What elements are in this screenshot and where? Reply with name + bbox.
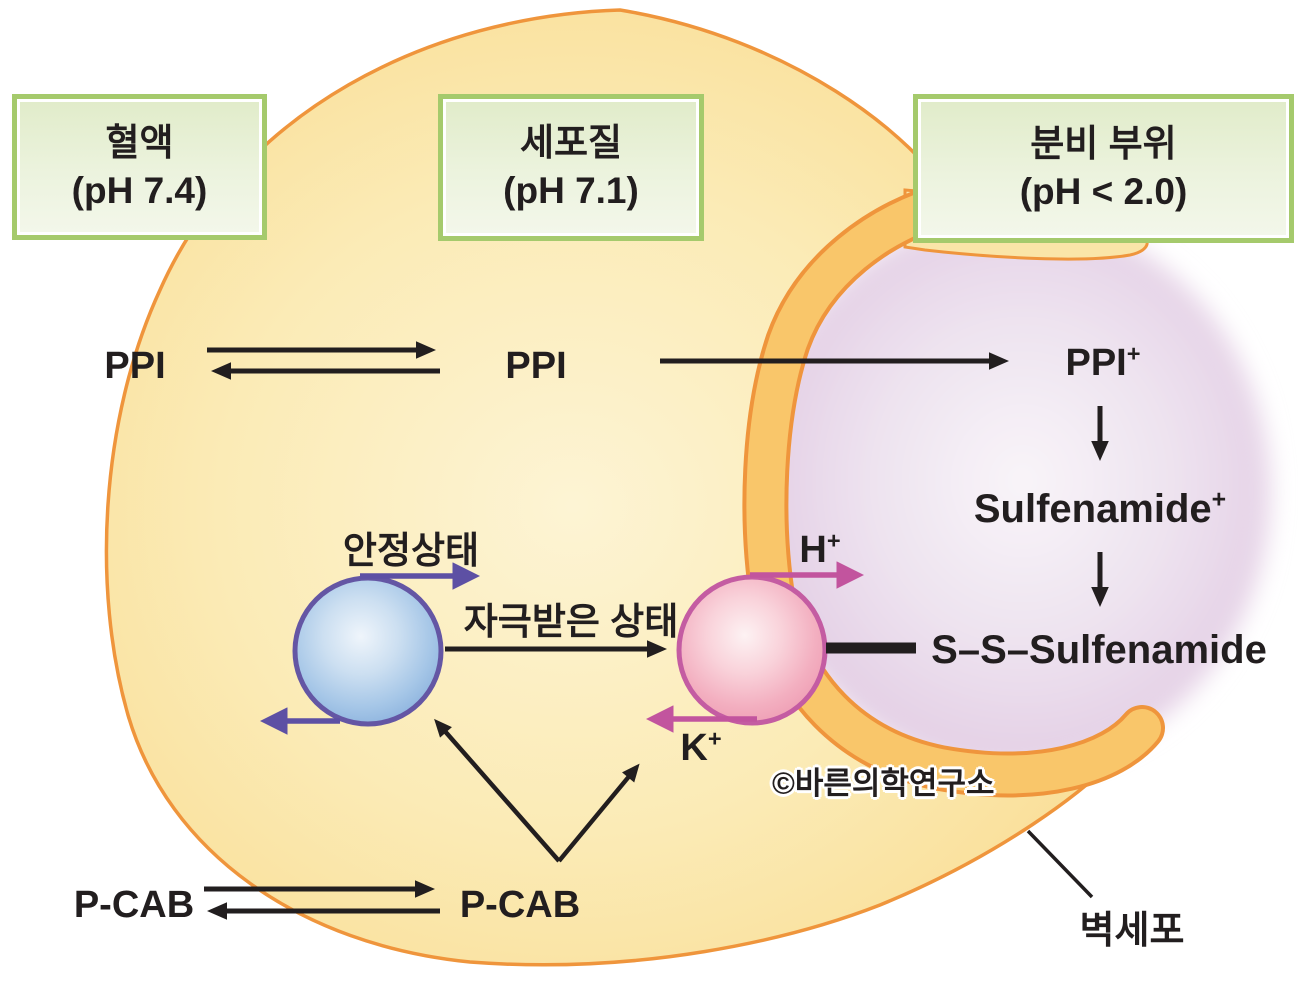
secretory-canaliculus-area: [754, 214, 1270, 770]
region-box-blood-fill: 혈액 (pH 7.4): [20, 102, 259, 232]
h-ion-plus: +: [826, 527, 841, 554]
pcab-blood-label: P-CAB: [73, 884, 195, 926]
ss-sulfenamide-label: S–S–Sulfenamide: [931, 628, 1267, 672]
k-ion-base: K: [680, 727, 708, 769]
ppi-activated-label: PPI+: [1065, 342, 1140, 384]
region-ph-secretory: (pH < 2.0): [1019, 171, 1188, 212]
resting-state-label: 안정상태: [342, 530, 480, 571]
h-ion-label: H+: [799, 529, 840, 571]
region-ph-blood: (pH 7.4): [71, 169, 208, 211]
region-box-cytoplasm-fill: 세포질 (pH 7.1): [446, 102, 696, 233]
parietal-cell-pointer-line: [1026, 829, 1094, 899]
ppi-activated-plus: +: [1126, 340, 1141, 367]
pcab-to-resting-pump-arrow: [434, 718, 561, 863]
region-ph-cytoplasm: (pH 7.1): [503, 170, 639, 211]
region-title-secretory: 분비 부위: [1030, 123, 1177, 165]
k-ion-plus: +: [707, 725, 722, 752]
k-ion-label: K+: [680, 727, 721, 769]
region-box-secretory-fill: 분비 부위 (pH < 2.0): [921, 102, 1286, 235]
h-ion-base: H: [799, 529, 827, 571]
ppi-activated-base: PPI: [1065, 342, 1127, 384]
copyright-watermark: ©바른의학연구소: [772, 766, 995, 801]
ppi-blood-label: PPI: [104, 345, 166, 387]
region-box-blood: 혈액 (pH 7.4): [12, 94, 267, 240]
sulfenamide-base: Sulfenamide: [973, 487, 1212, 531]
region-title-cytoplasm: 세포질: [519, 122, 623, 164]
proton-pump-resting: [292, 575, 444, 727]
region-box-secretory: 분비 부위 (pH < 2.0): [913, 94, 1294, 243]
sulfenamide-label: Sulfenamide+: [973, 486, 1227, 531]
stimulated-state-label: 자극받은 상태: [463, 601, 679, 642]
ppi-cytoplasm-label: PPI: [505, 345, 567, 387]
pcab-cytoplasm-label: P-CAB: [459, 884, 581, 926]
region-box-cytoplasm: 세포질 (pH 7.1): [438, 94, 704, 241]
proton-pump-stimulated: [676, 574, 828, 726]
sulfenamide-plus: +: [1211, 486, 1227, 514]
region-title-blood: 혈액: [105, 121, 174, 163]
parietal-cell-label: 벽세포: [1079, 910, 1185, 952]
pcab-to-stimulated-pump-arrow: [557, 763, 640, 863]
